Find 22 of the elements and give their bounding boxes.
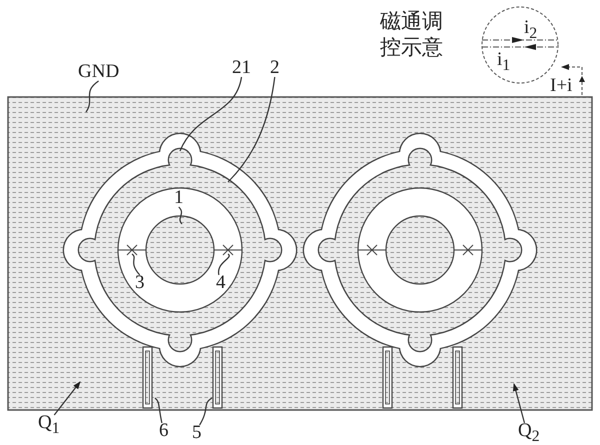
callout-label: GND xyxy=(78,62,120,82)
callout-label: 3 xyxy=(135,273,144,293)
current-label: i$_{1}$ xyxy=(497,50,510,76)
leader-line xyxy=(154,398,162,424)
current-label: i$_{2}$ xyxy=(524,18,538,44)
leader-line xyxy=(86,80,99,112)
leader-line xyxy=(228,76,276,182)
leader-line xyxy=(218,254,230,276)
leader-line xyxy=(132,254,140,276)
leader-line xyxy=(179,76,242,152)
callout-label: 6 xyxy=(159,421,168,441)
callout-label: 2 xyxy=(270,58,280,78)
leader-line xyxy=(178,206,182,224)
callout-label: 1 xyxy=(174,188,184,208)
leader-line xyxy=(199,398,212,426)
callout-label: Q$_{2}$ xyxy=(518,421,540,445)
current-label: I+i xyxy=(550,76,572,96)
callout-label: 5 xyxy=(192,423,202,443)
caption-text: 磁通调控示意 xyxy=(380,8,444,60)
callout-label: Q$_{1}$ xyxy=(38,413,60,439)
callout-label: 21 xyxy=(232,58,251,78)
callout-label: 4 xyxy=(216,273,226,293)
